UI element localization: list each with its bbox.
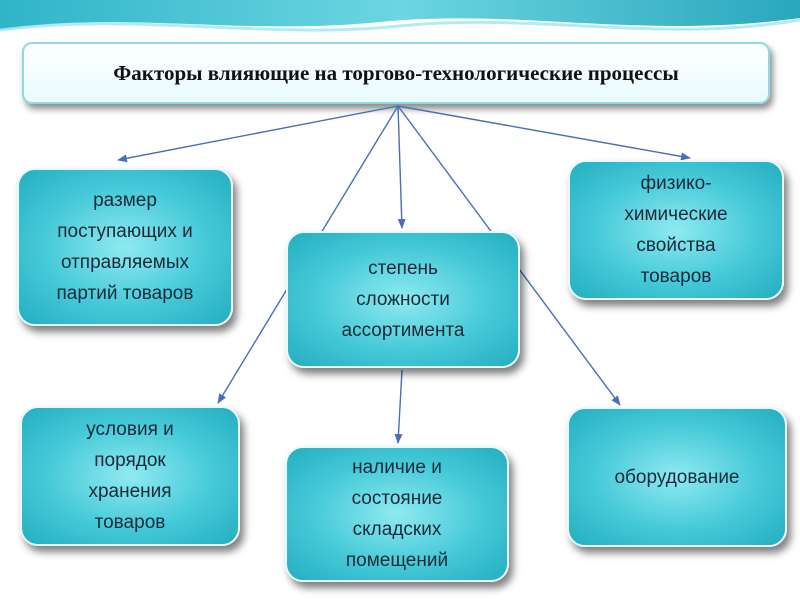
factor-box-storage-conditions: условия и порядок хранения товаров bbox=[20, 406, 240, 546]
diagram-title: Факторы влияющие на торгово-технологичес… bbox=[113, 60, 679, 85]
factor-box-equipment: оборудование bbox=[567, 407, 787, 547]
factor-label: наличие и состояние складских помещений bbox=[345, 457, 449, 571]
factor-label: степень сложности ассортимента bbox=[341, 258, 465, 341]
factor-box-physchem-properties: физико- химические свойства товаров bbox=[568, 160, 784, 300]
factor-label: физико- химические свойства товаров bbox=[624, 173, 728, 287]
factor-label: размер поступающих и отправляемых партий… bbox=[56, 190, 194, 304]
factor-label: условия и порядок хранения товаров bbox=[86, 419, 174, 533]
factor-box-warehouse-premises: наличие и состояние складских помещений bbox=[285, 446, 509, 582]
factor-label: оборудование bbox=[614, 466, 740, 488]
title-box: Факторы влияющие на торгово-технологичес… bbox=[22, 42, 770, 104]
factor-box-assortment-complexity: степень сложности ассортимента bbox=[286, 231, 520, 368]
factor-box-shipment-size: размер поступающих и отправляемых партий… bbox=[17, 168, 233, 326]
